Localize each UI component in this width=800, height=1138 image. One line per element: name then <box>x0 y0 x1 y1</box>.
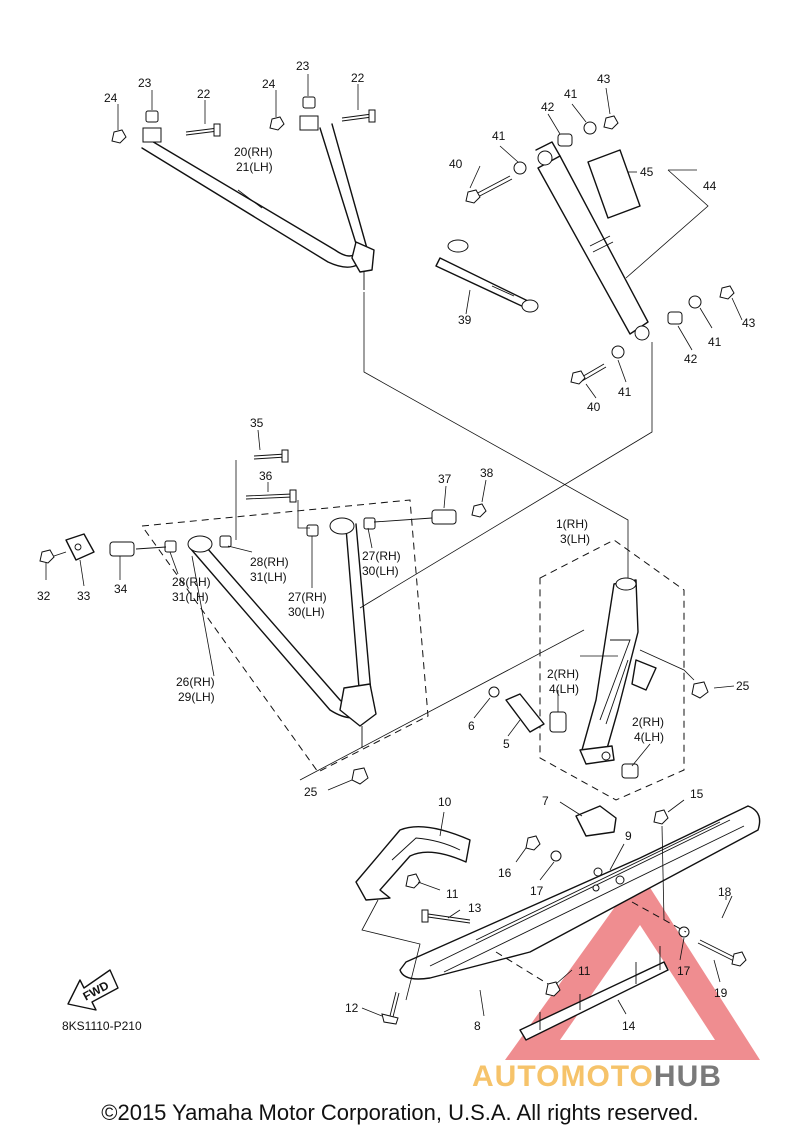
callout-28-b: 28(RH) <box>172 575 211 589</box>
watermark-text-1: AUTOMOTO <box>472 1060 654 1093</box>
callout-33: 33 <box>77 589 91 603</box>
callout-24-b: 24 <box>262 77 276 91</box>
callout-17-a: 17 <box>530 884 544 898</box>
svg-text:AUTOMOTOHUB: AUTOMOTOHUB <box>472 1060 722 1093</box>
callout-4-a: 4(LH) <box>549 682 579 696</box>
callout-43-b: 43 <box>742 316 756 330</box>
callout-2-b: 2(RH) <box>632 715 664 729</box>
callout-8: 8 <box>474 1019 481 1033</box>
callout-36: 36 <box>259 469 273 483</box>
connector-shock-to-lower-arm <box>359 342 653 609</box>
callout-19: 19 <box>714 986 728 1000</box>
callout-31-b: 31(LH) <box>172 590 209 604</box>
callout-4-b: 4(LH) <box>634 730 664 744</box>
fwd-arrow-icon: FWD <box>67 969 119 1011</box>
watermark-text-2: HUB <box>654 1060 722 1093</box>
callout-13: 13 <box>468 901 482 915</box>
callout-32: 32 <box>37 589 51 603</box>
callout-28-a: 28(RH) <box>250 555 289 569</box>
callout-2-a: 2(RH) <box>547 667 579 681</box>
callout-17-b: 17 <box>677 964 691 978</box>
callout-15: 15 <box>690 787 704 801</box>
callout-5: 5 <box>503 737 510 751</box>
callout-35: 35 <box>250 416 264 430</box>
callout-39: 39 <box>458 313 472 327</box>
callout-38: 38 <box>480 466 494 480</box>
callout-26: 26(RH) <box>176 675 215 689</box>
shock-absorber <box>465 87 743 399</box>
lower-a-arm <box>39 429 487 748</box>
callout-11-a: 11 <box>446 887 459 901</box>
callout-6: 6 <box>468 719 475 733</box>
callout-11-b: 11 <box>578 964 591 978</box>
callout-9: 9 <box>625 829 632 843</box>
copyright-notice: ©2015 Yamaha Motor Corporation, U.S.A. A… <box>101 1100 699 1125</box>
callout-42-b: 42 <box>684 352 698 366</box>
callout-45: 45 <box>640 165 654 179</box>
callout-41-d: 41 <box>618 385 632 399</box>
callout-25-a: 25 <box>736 679 750 693</box>
callout-24-a: 24 <box>104 91 118 105</box>
callout-23-b: 23 <box>296 59 310 73</box>
spindle <box>549 577 657 779</box>
steering-part-39 <box>435 239 539 315</box>
spacer-and-mounts <box>299 629 735 837</box>
callout-30-a: 30(LH) <box>362 564 399 578</box>
callout-22-a: 22 <box>197 87 211 101</box>
callout-labels: 1(RH) 3(LH) 2(RH) 4(LH) 2(RH) 4(LH) 5 6 … <box>37 59 756 1033</box>
callout-30-b: 30(LH) <box>288 605 325 619</box>
callout-41-c: 41 <box>708 335 722 349</box>
callout-29: 29(LH) <box>178 690 215 704</box>
callout-41-a: 41 <box>492 129 506 143</box>
callout-40-a: 40 <box>449 157 463 171</box>
callout-37: 37 <box>438 472 452 486</box>
lower-arm-group-outline <box>141 499 429 773</box>
callout-23-a: 23 <box>138 76 152 90</box>
callout-43-a: 43 <box>597 72 611 86</box>
callout-7: 7 <box>542 794 549 808</box>
ski <box>355 799 761 1041</box>
callout-1: 1(RH) <box>556 517 588 531</box>
upper-a-arm <box>111 74 376 290</box>
callout-31-a: 31(LH) <box>250 570 287 584</box>
callout-27-a: 27(RH) <box>362 549 401 563</box>
diagram-code: 8KS1110-P210 <box>62 1019 142 1033</box>
callout-10: 10 <box>438 795 452 809</box>
callout-3: 3(LH) <box>560 532 590 546</box>
callout-22-b: 22 <box>351 71 365 85</box>
callout-12: 12 <box>345 1001 359 1015</box>
callout-42-a: 42 <box>541 100 555 114</box>
callout-20: 20(RH) <box>234 145 273 159</box>
callout-21: 21(LH) <box>236 160 273 174</box>
callout-44: 44 <box>703 179 717 193</box>
callout-18: 18 <box>718 885 732 899</box>
callout-40-b: 40 <box>587 400 601 414</box>
callout-27-b: 27(RH) <box>288 590 327 604</box>
callout-34: 34 <box>114 582 128 596</box>
callout-41-b: 41 <box>564 87 578 101</box>
callout-25-b: 25 <box>304 785 318 799</box>
callout-14: 14 <box>622 1019 636 1033</box>
callout-16: 16 <box>498 866 512 880</box>
spindle-group-outline <box>539 539 685 801</box>
